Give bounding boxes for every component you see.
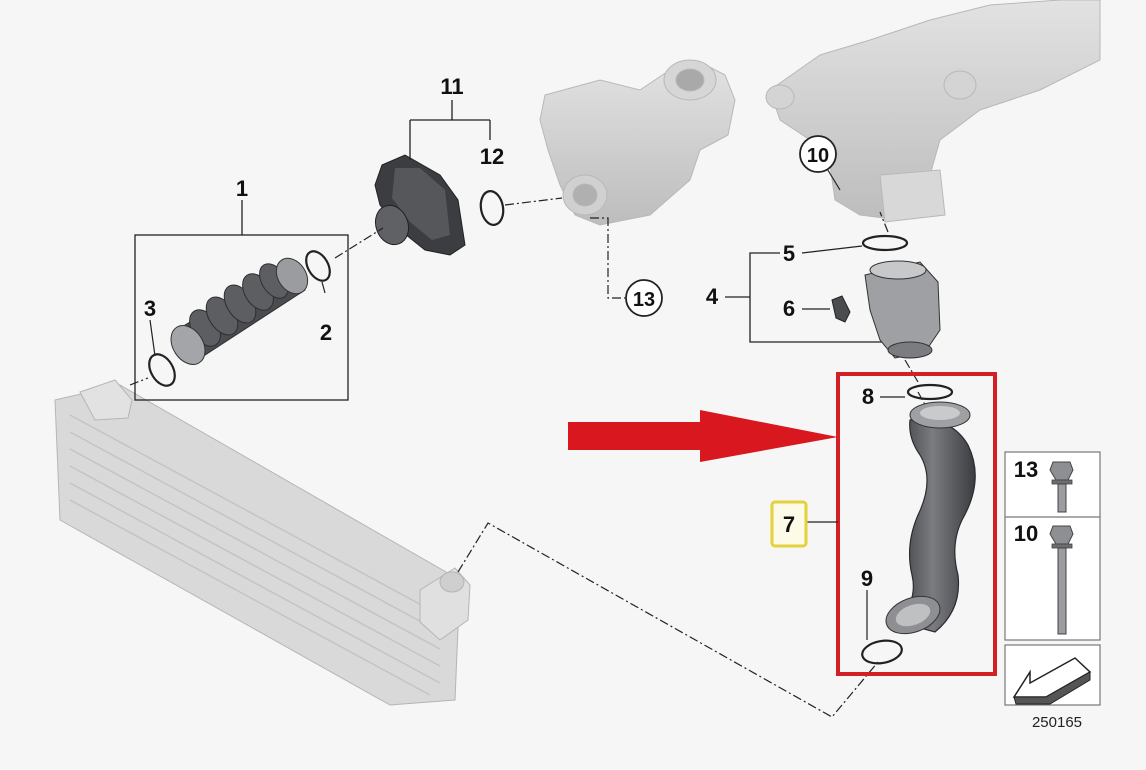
legend-label-10: 10 [1014, 521, 1038, 546]
highlight-frame [836, 372, 997, 676]
callout-12: 12 [480, 144, 504, 169]
intake-manifold-ghost [765, 0, 1101, 223]
turbocharger-ghost [539, 59, 736, 226]
callout-7-highlight [770, 500, 808, 548]
part-4-connector [864, 260, 941, 359]
part-9-o-ring [861, 639, 903, 665]
part-11-silencer [374, 154, 466, 256]
part-3-o-ring [148, 353, 176, 387]
part-8-o-ring [906, 383, 954, 401]
callout-13-circle [625, 279, 663, 317]
callout-5: 5 [783, 241, 795, 266]
highlight-arrow [568, 410, 838, 462]
part-1-group-box [134, 200, 349, 401]
callout-2: 2 [320, 320, 332, 345]
legend-label-13: 13 [1014, 457, 1038, 482]
callout-6: 6 [783, 296, 795, 321]
callout-13: 13 [633, 289, 655, 311]
bolt-13-icon [1049, 461, 1074, 513]
callout-10-circle [799, 135, 837, 173]
intercooler-ghost [54, 379, 471, 706]
callout-3: 3 [144, 296, 156, 321]
part-1-charge-pipe [170, 257, 309, 365]
callout-11: 11 [440, 74, 463, 99]
part-11-bracket [409, 100, 491, 160]
callout-4: 4 [706, 284, 719, 309]
callout-1: 1 [236, 176, 248, 201]
part-2-o-ring [305, 250, 331, 282]
direction-arrow-icon [1012, 657, 1092, 705]
callout-8: 8 [862, 384, 874, 409]
callout-10: 10 [807, 145, 829, 167]
part-4-group-bracket [725, 245, 885, 343]
bolt-10-icon [1049, 525, 1074, 635]
callout-leaders [149, 166, 905, 640]
part-7-charge-air-hose [885, 401, 976, 635]
reference-number: 250165 [1032, 714, 1082, 731]
part-6-sensor [831, 295, 851, 323]
callout-7: 7 [783, 512, 795, 537]
part-5-o-ring [861, 234, 909, 252]
part-12-o-ring [479, 190, 505, 226]
callout-9: 9 [861, 566, 873, 591]
